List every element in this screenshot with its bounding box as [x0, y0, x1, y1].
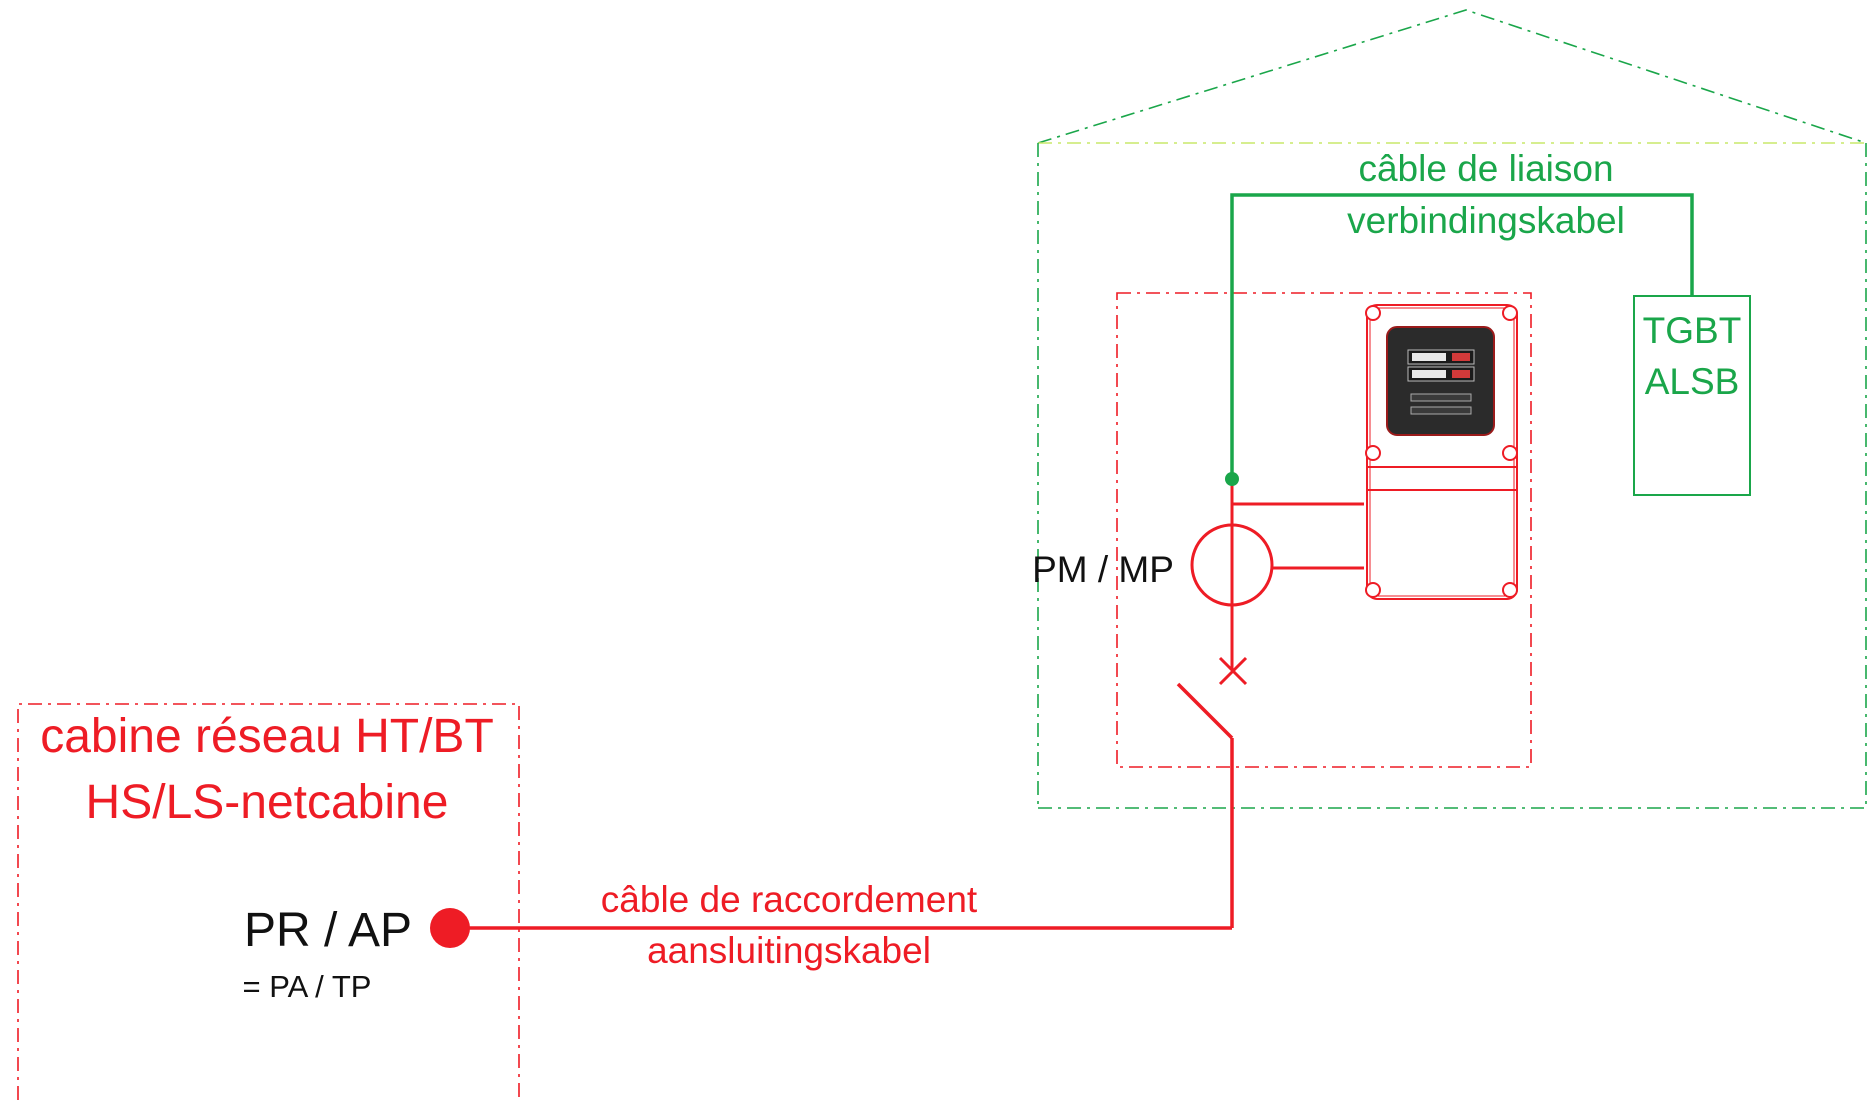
switch-blade [1176, 682, 1234, 740]
link-cable-label-nl: verbindingskabel [1347, 200, 1625, 241]
building-roof [1037, 9, 1867, 144]
metering-transformer-circle [1190, 523, 1274, 607]
metering-point-label: PM / MP [1032, 549, 1174, 590]
cabin-title-fr: cabine réseau HT/BT [40, 710, 494, 763]
fuse-cross-icon [1218, 656, 1248, 686]
link-junction-dot [1225, 472, 1239, 486]
connection-cable-label-fr: câble de raccordement [601, 879, 978, 920]
metering-zone-outline [1116, 292, 1532, 768]
connection-point-sublabel: = PA / TP [243, 969, 372, 1004]
network-cabin-outline [17, 703, 520, 1100]
connection-point-dot [430, 908, 470, 948]
cabin-title-nl: HS/LS-netcabine [86, 776, 449, 829]
connection-point-label: PR / AP [244, 904, 412, 957]
meter-cabinet-icon [1365, 304, 1518, 600]
switchboard-label-2: ALSB [1645, 361, 1740, 402]
switchboard-label-1: TGBT [1643, 310, 1742, 351]
link-cable-label-fr: câble de liaison [1358, 148, 1613, 189]
connection-cable [449, 682, 1234, 930]
link-cable [1230, 193, 1694, 479]
connection-cable-label-nl: aansluitingskabel [647, 930, 931, 971]
main-switchboard-box [1633, 295, 1751, 496]
customer-building-outline [1037, 9, 1867, 809]
electricity-meter-icon [1386, 326, 1495, 436]
